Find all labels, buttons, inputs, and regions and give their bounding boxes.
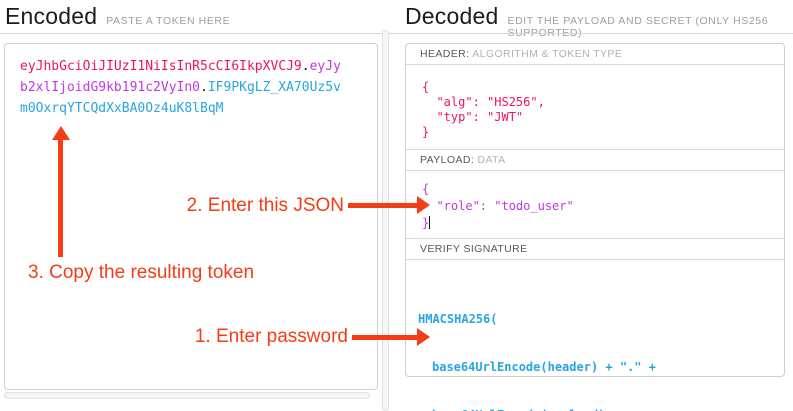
header-divider <box>0 33 793 34</box>
token-dot-2: . <box>200 80 208 95</box>
header-section-sublabel: ALGORITHM & TOKEN TYPE <box>472 48 623 60</box>
payload-section-body[interactable]: { "role": "todo_user"} <box>406 171 784 239</box>
token-payload-segment: eyJyb2xlIjoidG9kb191c2VyIn0 <box>20 59 341 95</box>
json-line: { <box>422 80 430 94</box>
decoded-subtitle: EDIT THE PAYLOAD AND SECRET (ONLY HS256 … <box>507 15 769 39</box>
signature-section-title: VERIFY SIGNATURE <box>406 239 784 260</box>
decoded-header: Decoded EDIT THE PAYLOAD AND SECRET (ONL… <box>405 3 793 39</box>
arrow-right-icon <box>417 196 430 214</box>
vertical-scrollbar[interactable] <box>382 30 389 411</box>
arrow-right-icon <box>417 328 430 346</box>
annotation-step1: 1. Enter password <box>194 326 348 347</box>
annotation-step3: 3. Copy the resulting token <box>28 262 255 283</box>
json-line: } <box>422 216 431 230</box>
jwt-token-text[interactable]: eyJhbGciOiJIUzI1NiIsInR5cCI6IkpXVCJ9.eyJ… <box>5 44 360 131</box>
token-signature-segment: IF9PKgLZ_XA70Uz5vm0OxrqYTCQdXxBA0Oz4uK8l… <box>20 80 341 116</box>
payload-section-title: PAYLOAD: DATA <box>406 150 784 171</box>
arrow-step1-shaft <box>352 335 418 340</box>
header-section-title: HEADER: ALGORITHM & TOKEN TYPE <box>406 44 784 65</box>
annotation-step2: 2. Enter this JSON <box>186 195 344 216</box>
header-json[interactable]: { "alg": "HS256", "typ": "JWT"} <box>406 65 784 149</box>
token-header-segment: eyJhbGciOiJIUzI1NiIsInR5cCI6IkpXVCJ9 <box>20 59 302 74</box>
encoded-header: Encoded PASTE A TOKEN HERE <box>5 3 230 30</box>
signature-section-label: VERIFY SIGNATURE <box>420 243 528 255</box>
payload-json[interactable]: { "role": "todo_user"} <box>406 171 784 238</box>
payload-section-label: PAYLOAD: <box>420 154 475 166</box>
text-cursor <box>429 216 431 229</box>
decoded-title: Decoded <box>405 3 499 29</box>
encoded-token-box[interactable]: eyJhbGciOiJIUzI1NiIsInR5cCI6IkpXVCJ9.eyJ… <box>4 43 378 390</box>
decoded-panel: HEADER: ALGORITHM & TOKEN TYPE { "alg": … <box>405 43 785 411</box>
signature-code-line: base64UrlEncode(payload), <box>418 407 768 411</box>
encoded-title: Encoded <box>5 3 98 29</box>
arrow-step3-shaft <box>58 139 63 257</box>
signature-code-line: base64UrlEncode(header) + "." + <box>432 360 656 374</box>
header-section-label: HEADER: <box>420 48 470 60</box>
arrow-up-icon <box>52 126 70 140</box>
json-line: "typ": "JWT" <box>422 110 524 124</box>
json-line: { <box>422 182 430 196</box>
json-line: "role": "todo_user" <box>422 199 574 213</box>
header-section-body[interactable]: { "alg": "HS256", "typ": "JWT"} <box>406 65 784 150</box>
encoded-subtitle: PASTE A TOKEN HERE <box>106 15 231 27</box>
token-dot-1: . <box>301 59 310 74</box>
horizontal-scrollbar[interactable] <box>4 392 370 399</box>
signature-code-line: HMACSHA256( <box>418 312 498 326</box>
json-line: "alg": "HS256", <box>422 95 545 109</box>
json-line: } <box>422 125 430 139</box>
payload-section-sublabel: DATA <box>477 154 506 166</box>
signature-section-body: HMACSHA256( base64UrlEncode(header) + ".… <box>406 260 784 411</box>
arrow-step2-shaft <box>348 203 418 208</box>
